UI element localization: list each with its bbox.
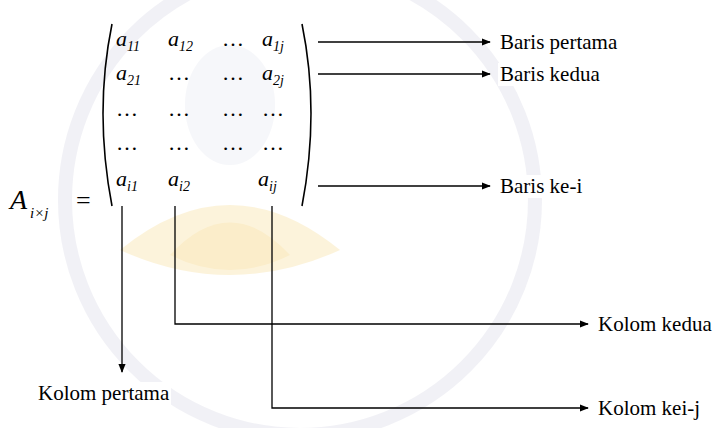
subscript: 11 — [127, 40, 140, 54]
ellipsis: … — [168, 132, 190, 154]
matrix-bracket — [103, 24, 311, 206]
matrix-entry: a — [116, 62, 127, 84]
subscript: 12 — [179, 40, 193, 54]
annotation-label: Kolom kedua — [596, 313, 714, 336]
annotation-label: Baris kedua — [498, 63, 602, 86]
subscript: ij — [269, 180, 277, 194]
subscript: i2 — [179, 180, 190, 194]
matrix-symbol: = — [76, 188, 91, 214]
ellipsis: … — [262, 132, 284, 154]
subscript: i1 — [127, 180, 138, 194]
matrix-entry: a — [262, 62, 273, 84]
subscript: 21 — [127, 74, 141, 88]
ellipsis: … — [262, 98, 284, 120]
annotation-label: Kolom pertama — [36, 382, 171, 405]
annotation-label: Kolom kei-j — [596, 397, 702, 420]
ellipsis: … — [222, 132, 244, 154]
matrix-entry: a — [258, 168, 269, 190]
matrix-entry: a — [168, 28, 179, 50]
ellipsis: … — [222, 98, 244, 120]
leader-arrow — [122, 42, 588, 408]
matrix-entry: a — [168, 168, 179, 190]
matrix-entry: a — [116, 28, 127, 50]
ellipsis: … — [222, 62, 244, 84]
subscript: i×j — [30, 206, 48, 221]
annotation-label: Baris ke-i — [498, 175, 584, 198]
matrix-entry: a — [116, 168, 127, 190]
matrix-entry: a — [262, 28, 273, 50]
ellipsis: … — [168, 98, 190, 120]
subscript: 1j — [273, 40, 284, 54]
ellipsis: … — [168, 62, 190, 84]
ellipsis: … — [116, 98, 138, 120]
ellipsis: … — [222, 28, 244, 50]
ellipsis: … — [116, 132, 138, 154]
matrix-symbol: A — [10, 186, 27, 214]
subscript: 2j — [273, 74, 284, 88]
annotation-label: Baris pertama — [498, 31, 619, 54]
watermark — [65, 0, 535, 428]
